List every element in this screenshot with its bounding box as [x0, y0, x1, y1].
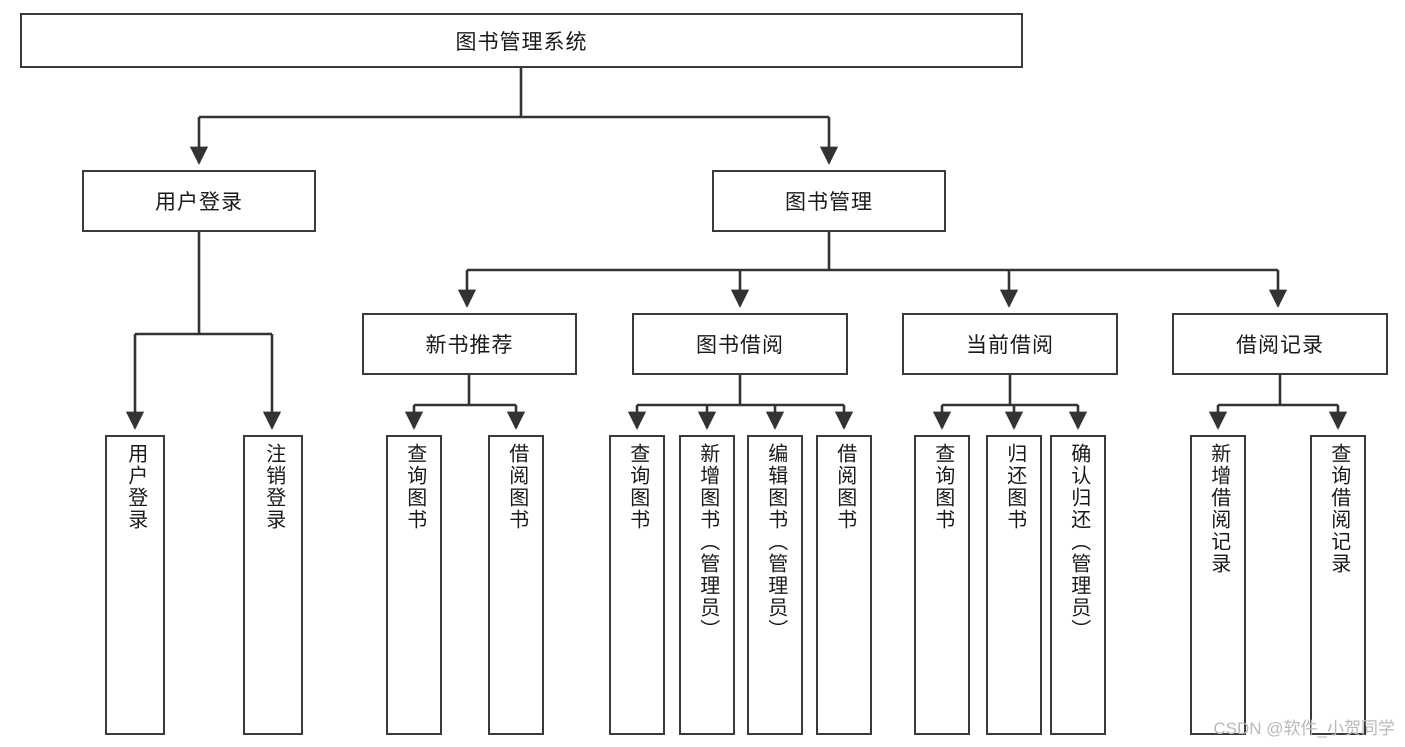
node-new-book-recommend[interactable]: 新书推荐 — [362, 313, 577, 375]
node-current-borrow[interactable]: 当前借阅 — [902, 313, 1118, 375]
watermark: CSDN @软件_小贺同学 — [1213, 719, 1395, 738]
leaf-user-login[interactable]: 用户登录 — [105, 435, 165, 735]
node-borrow-records-label: 借阅记录 — [1236, 334, 1324, 357]
leaf-borrow-books[interactable]: 借阅图书 — [816, 435, 872, 735]
leaf-edit-book-admin-label: 编辑图书（管理员） — [764, 443, 787, 641]
node-root[interactable]: 图书管理系统 — [20, 13, 1023, 68]
leaf-confirm-return-admin-label: 确认归还（管理员） — [1067, 443, 1090, 641]
leaf-query-borrow-record[interactable]: 查询借阅记录 — [1310, 435, 1366, 735]
node-book-borrow[interactable]: 图书借阅 — [632, 313, 848, 375]
leaf-logout-label: 注销登录 — [262, 443, 285, 531]
leaf-query-books-new-label: 查询图书 — [403, 443, 426, 531]
leaf-add-borrow-record-label: 新增借阅记录 — [1207, 443, 1230, 575]
leaf-return-books-label: 归还图书 — [1003, 443, 1026, 531]
node-user-login[interactable]: 用户登录 — [82, 170, 316, 232]
leaf-confirm-return-admin[interactable]: 确认归还（管理员） — [1050, 435, 1106, 735]
leaf-edit-book-admin[interactable]: 编辑图书（管理员） — [747, 435, 803, 735]
leaf-add-book-admin-label: 新增图书（管理员） — [696, 443, 719, 641]
leaf-query-books-new[interactable]: 查询图书 — [386, 435, 442, 735]
node-current-borrow-label: 当前借阅 — [966, 334, 1054, 357]
node-new-book-recommend-label: 新书推荐 — [425, 334, 514, 357]
node-book-management[interactable]: 图书管理 — [712, 170, 946, 232]
leaf-add-book-admin[interactable]: 新增图书（管理员） — [679, 435, 735, 735]
node-book-borrow-label: 图书借阅 — [696, 334, 784, 357]
leaf-borrow-books-new-label: 借阅图书 — [505, 443, 528, 531]
leaf-add-borrow-record[interactable]: 新增借阅记录 — [1190, 435, 1246, 735]
leaf-query-books-borrow-label: 查询图书 — [626, 443, 649, 531]
leaf-logout[interactable]: 注销登录 — [243, 435, 303, 735]
node-book-management-label: 图书管理 — [785, 191, 873, 214]
node-user-login-label: 用户登录 — [155, 191, 243, 214]
leaf-borrow-books-label: 借阅图书 — [833, 443, 856, 531]
leaf-query-books-borrow[interactable]: 查询图书 — [609, 435, 665, 735]
leaf-borrow-books-new[interactable]: 借阅图书 — [488, 435, 544, 735]
node-root-label: 图书管理系统 — [455, 30, 588, 54]
node-borrow-records[interactable]: 借阅记录 — [1172, 313, 1388, 375]
leaf-query-borrow-record-label: 查询借阅记录 — [1327, 443, 1350, 575]
leaf-query-books-current-label: 查询图书 — [931, 443, 954, 531]
leaf-return-books[interactable]: 归还图书 — [986, 435, 1042, 735]
leaf-query-books-current[interactable]: 查询图书 — [914, 435, 970, 735]
leaf-user-login-label: 用户登录 — [124, 443, 147, 531]
